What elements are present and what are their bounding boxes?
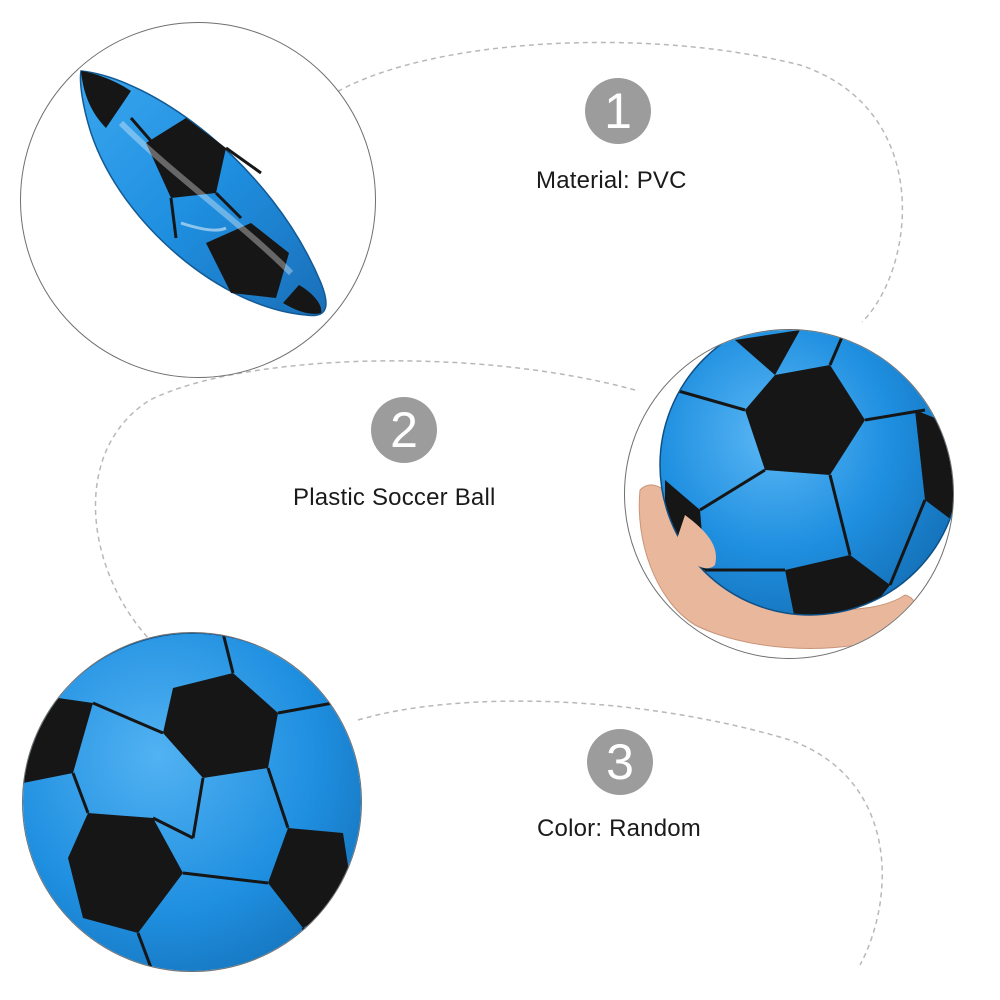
deflated-soccer-ball-icon bbox=[79, 70, 327, 317]
feature-text-product-type: Plastic Soccer Ball bbox=[293, 484, 496, 511]
dashed-connector-bottom bbox=[357, 700, 883, 966]
inflated-soccer-ball-icon bbox=[23, 633, 361, 971]
ball-in-hand-photo bbox=[624, 329, 954, 659]
feature-number-badge-3: 3 bbox=[587, 729, 653, 795]
inflated-ball-photo bbox=[22, 632, 362, 972]
feature-number-badge-1: 1 bbox=[585, 78, 651, 144]
feature-number-badge-2: 2 bbox=[371, 397, 437, 463]
dashed-connector-top bbox=[329, 41, 904, 323]
soccer-ball-in-hand-icon bbox=[638, 330, 953, 649]
dashed-connector-middle bbox=[94, 360, 636, 641]
deflated-ball-photo bbox=[20, 22, 376, 378]
feature-text-material: Material: PVC bbox=[536, 167, 687, 194]
feature-text-color: Color: Random bbox=[537, 815, 702, 842]
